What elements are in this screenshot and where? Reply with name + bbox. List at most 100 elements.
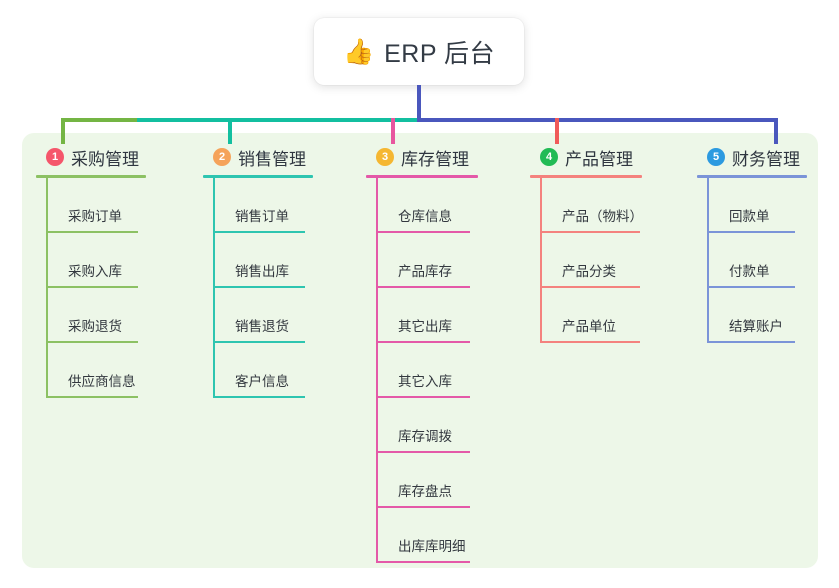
leaf-item-underline: [46, 396, 138, 398]
leaf-item-label: 其它出库: [398, 319, 452, 334]
leaf-item[interactable]: 产品库存: [376, 233, 516, 288]
leaf-item[interactable]: 客户信息: [213, 343, 353, 398]
leaf-item-underline: [540, 231, 640, 233]
leaf-item-underline: [707, 286, 795, 288]
drop-purchase: [61, 118, 65, 144]
leaf-item-label: 其它入库: [398, 374, 452, 389]
bar-segment-teal: [137, 118, 419, 122]
leaf-item-label: 回款单: [729, 209, 770, 224]
leaf-item-underline: [46, 231, 138, 233]
category-header-4[interactable]: 4 产品管理: [530, 144, 690, 170]
category-header-5[interactable]: 5 财务管理: [697, 144, 839, 170]
leaf-list-2: 销售订单销售出库销售退货客户信息: [213, 178, 353, 398]
leaf-item-underline: [213, 341, 305, 343]
category-header-1[interactable]: 1 采购管理: [36, 144, 186, 170]
number-badge-icon: 4: [540, 148, 558, 166]
leaf-item[interactable]: 销售出库: [213, 233, 353, 288]
leaf-item[interactable]: 产品（物料）: [540, 178, 690, 233]
leaf-item-label: 采购入库: [68, 264, 122, 279]
leaf-item-label: 库存调拨: [398, 429, 452, 444]
leaf-item[interactable]: 出库库明细: [376, 508, 516, 563]
leaf-item-label: 销售出库: [235, 264, 289, 279]
leaf-item[interactable]: 仓库信息: [376, 178, 516, 233]
leaf-item[interactable]: 销售订单: [213, 178, 353, 233]
category-underline: [697, 175, 807, 178]
leaf-item-label: 仓库信息: [398, 209, 452, 224]
leaf-item-label: 销售订单: [235, 209, 289, 224]
leaf-list-3: 仓库信息产品库存其它出库其它入库库存调拨库存盘点出库库明细: [376, 178, 516, 563]
leaf-item-label: 付款单: [729, 264, 770, 279]
category-column-1: 1 采购管理采购订单采购入库采购退货供应商信息: [36, 144, 186, 398]
leaf-item[interactable]: 回款单: [707, 178, 839, 233]
drop-product: [555, 118, 559, 144]
leaf-item-label: 销售退货: [235, 319, 289, 334]
leaf-item-label: 产品单位: [562, 319, 616, 334]
leaf-item-underline: [376, 561, 470, 563]
column-spine: [46, 178, 48, 398]
leaf-item-underline: [376, 506, 470, 508]
thumbs-up-icon: 👍: [342, 37, 375, 66]
leaf-item-label: 产品库存: [398, 264, 452, 279]
bar-segment-blue: [417, 118, 778, 122]
category-title: 采购管理: [71, 149, 139, 169]
leaf-item[interactable]: 库存调拨: [376, 398, 516, 453]
number-badge-icon: 5: [707, 148, 725, 166]
leaf-item-underline: [540, 341, 640, 343]
category-title: 库存管理: [401, 149, 469, 169]
leaf-item[interactable]: 结算账户: [707, 288, 839, 343]
leaf-item-underline: [707, 231, 795, 233]
category-column-5: 5 财务管理回款单付款单结算账户: [697, 144, 839, 343]
category-title: 销售管理: [238, 149, 306, 169]
root-node-title: ERP 后台: [384, 39, 496, 68]
leaf-item-label: 采购订单: [68, 209, 122, 224]
leaf-item[interactable]: 其它入库: [376, 343, 516, 398]
leaf-list-4: 产品（物料） 产品分类产品单位: [540, 178, 690, 343]
category-column-4: 4 产品管理产品（物料） 产品分类产品单位: [530, 144, 690, 343]
leaf-item[interactable]: 库存盘点: [376, 453, 516, 508]
leaf-item[interactable]: 销售退货: [213, 288, 353, 343]
leaf-item-underline: [376, 231, 470, 233]
column-spine: [376, 178, 378, 563]
leaf-item[interactable]: 采购退货: [46, 288, 186, 343]
column-spine: [213, 178, 215, 398]
category-underline: [530, 175, 642, 178]
bar-segment-green: [61, 118, 139, 122]
category-title: 财务管理: [732, 149, 800, 169]
leaf-item[interactable]: 采购入库: [46, 233, 186, 288]
category-title: 产品管理: [565, 149, 633, 169]
category-underline: [203, 175, 313, 178]
leaf-list-1: 采购订单采购入库采购退货供应商信息: [46, 178, 186, 398]
leaf-item-underline: [213, 231, 305, 233]
leaf-item-underline: [707, 341, 795, 343]
leaf-item-underline: [376, 286, 470, 288]
leaf-item-label: 出库库明细: [398, 539, 466, 554]
leaf-item[interactable]: 供应商信息: [46, 343, 186, 398]
column-spine: [707, 178, 709, 343]
leaf-item-label: 产品分类: [562, 264, 616, 279]
root-stem-connector: [417, 85, 421, 120]
root-node-card[interactable]: 👍 ERP 后台: [314, 18, 524, 85]
column-spine: [540, 178, 542, 343]
leaf-item-underline: [376, 341, 470, 343]
content-panel: [22, 133, 818, 568]
leaf-item-underline: [213, 396, 305, 398]
leaf-item[interactable]: 其它出库: [376, 288, 516, 343]
leaf-item-underline: [376, 396, 470, 398]
leaf-item-underline: [46, 341, 138, 343]
leaf-item[interactable]: 采购订单: [46, 178, 186, 233]
leaf-item[interactable]: 付款单: [707, 233, 839, 288]
leaf-item[interactable]: 产品分类: [540, 233, 690, 288]
leaf-item-underline: [540, 286, 640, 288]
number-badge-icon: 1: [46, 148, 64, 166]
leaf-item-label: 供应商信息: [68, 374, 136, 389]
drop-inventory: [391, 118, 395, 144]
leaf-item[interactable]: 产品单位: [540, 288, 690, 343]
category-underline: [36, 175, 146, 178]
leaf-item-underline: [46, 286, 138, 288]
leaf-item-underline: [213, 286, 305, 288]
